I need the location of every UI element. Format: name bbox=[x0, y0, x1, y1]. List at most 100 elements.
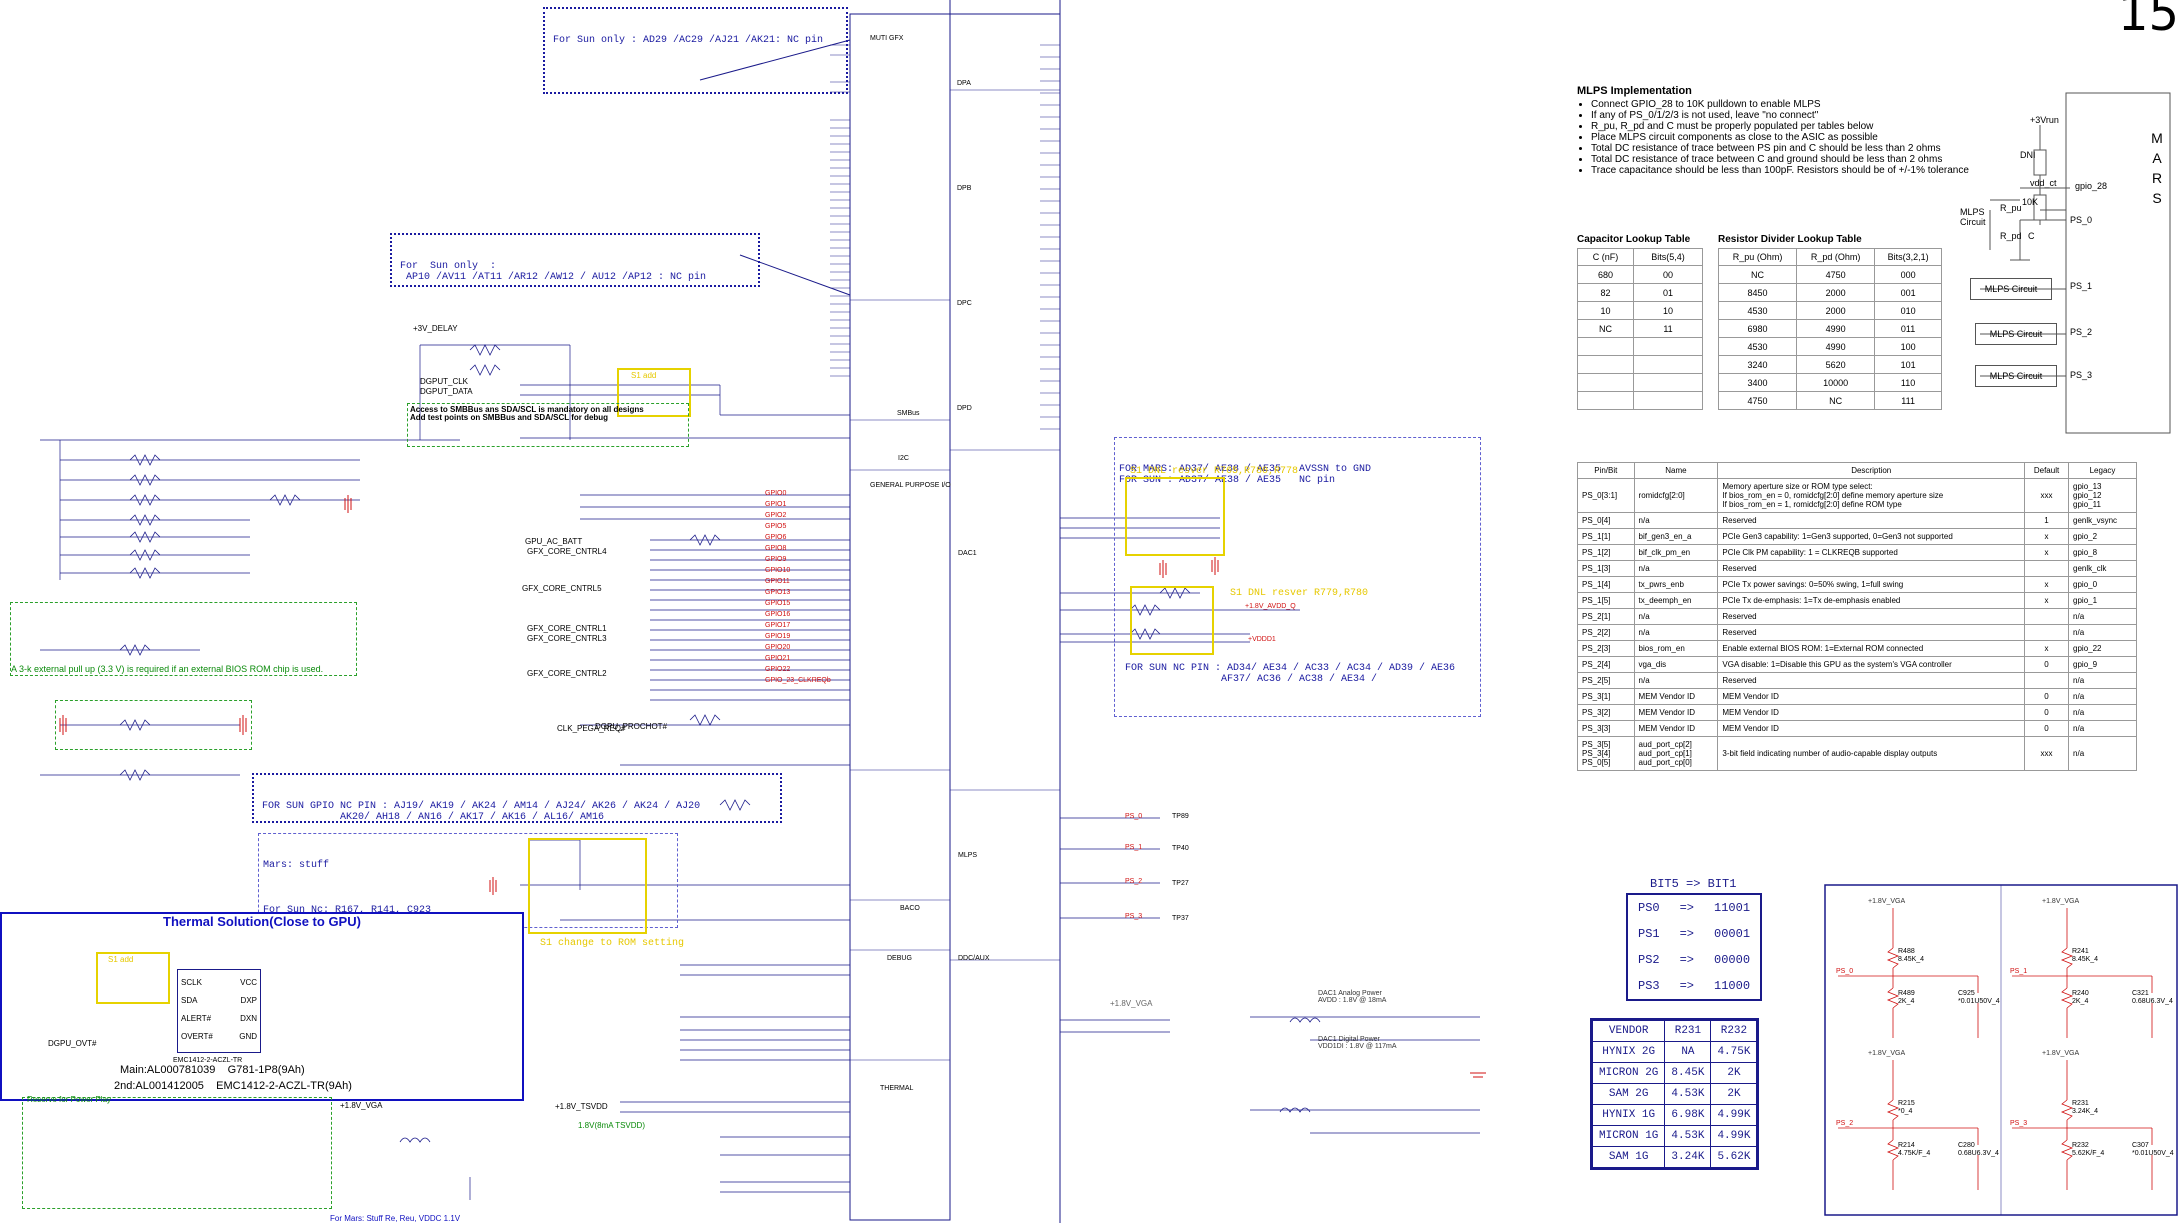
gpio-label: GPIO11 bbox=[765, 578, 790, 585]
table-cell: 4750 bbox=[1717, 391, 1798, 410]
resistor-symbol bbox=[1886, 947, 1900, 969]
bits-row: PS1=>00001 bbox=[1628, 921, 1760, 947]
net-label: DGPUT_CLK bbox=[420, 377, 469, 386]
table-cell: PS_2[1] bbox=[1577, 608, 1635, 625]
table-cell: Reserved bbox=[1717, 624, 2026, 641]
bits-cell: PS3 bbox=[1638, 979, 1660, 993]
table-cell: n/a bbox=[1633, 512, 1719, 529]
highlight-label: S1 add bbox=[108, 955, 134, 964]
table-cell bbox=[1632, 391, 1704, 410]
note-sun-nc-pin: FOR SUN NC PIN : AD34/ AE34 / AC33 / AC3… bbox=[1125, 663, 1456, 685]
table-cell: PS_3[1] bbox=[1577, 688, 1635, 705]
gpio-label: GPIO21 bbox=[765, 655, 791, 662]
resistor-value: 8.45K_4 bbox=[1898, 956, 1925, 963]
table-cell: x bbox=[2024, 592, 2070, 609]
temp-fail-box bbox=[55, 700, 252, 750]
label-gpio28: gpio_28 bbox=[2075, 181, 2108, 191]
table-cell: genlk_vsync bbox=[2068, 512, 2137, 529]
thermal-alt-pn: 2nd:AL001412005 EMC1412-2-ACZL-TR(9Ah) bbox=[114, 1080, 352, 1092]
table-cell: gpio_8 bbox=[2068, 544, 2137, 561]
vendor-cell: 4.75K bbox=[1710, 1041, 1758, 1063]
alt-part: EMC1412-2-ACZL-TR(9Ah) bbox=[216, 1080, 352, 1092]
table-cell: MEM Vendor ID bbox=[1717, 720, 2026, 737]
net-label: CLK_PEGA_REQ# bbox=[557, 724, 626, 733]
label-ps2: PS_2 bbox=[2070, 327, 2093, 337]
thermal-title: Thermal Solution(Close to GPU) bbox=[2, 914, 522, 929]
bits-row: PS0=>11001 bbox=[1628, 895, 1760, 921]
gpio-label: GPIO1 bbox=[765, 501, 787, 508]
mlps-circuit-box-2: MLPS Circuit bbox=[1975, 323, 2057, 345]
note-text: For Sun only : AP10 /AV11 /AT11 /AR12 /A… bbox=[400, 261, 707, 283]
table-cell: PS_3[5] PS_3[4] PS_0[5] bbox=[1577, 736, 1635, 771]
resistor-label: R232 bbox=[2072, 1142, 2089, 1149]
resistor-value: 8.45K_4 bbox=[2072, 956, 2099, 963]
table-cell: 10 bbox=[1577, 301, 1634, 320]
pin-header: Legacy bbox=[2068, 462, 2137, 479]
chip-section-label: DAC1 bbox=[958, 550, 977, 557]
cap-label: C925 bbox=[1958, 990, 1975, 997]
table-cell: n/a bbox=[1633, 608, 1719, 625]
table-cell: gpio_9 bbox=[2068, 656, 2137, 673]
vendor-cell: HYNIX 2G bbox=[1591, 1041, 1666, 1063]
table-cell: n/a bbox=[2068, 720, 2137, 737]
table-cell: n/a bbox=[1633, 672, 1719, 689]
mars-vertical-label: MARS bbox=[2151, 130, 2163, 206]
table-cell: MEM Vendor ID bbox=[1633, 720, 1719, 737]
table-cell: gpio_2 bbox=[2068, 528, 2137, 545]
rail-label: +1.8V_VGA bbox=[1868, 898, 1906, 905]
table-cell: xxx bbox=[2024, 478, 2070, 513]
bits-cell: PS2 bbox=[1638, 953, 1660, 967]
resistor-symbol bbox=[1886, 987, 1900, 1009]
label-10k: 10K bbox=[2022, 197, 2039, 207]
vendor-cell: 3.24K bbox=[1664, 1146, 1712, 1168]
gpio-label: GPIO9 bbox=[765, 556, 787, 563]
thermal-pin: DXN bbox=[240, 1014, 257, 1023]
resistor-label: R489 bbox=[1898, 990, 1915, 997]
table-cell: x bbox=[2024, 528, 2070, 545]
table-cell: MEM Vendor ID bbox=[1633, 688, 1719, 705]
mlps-bullet: If any of PS_0/1/2/3 is not used, leave … bbox=[1591, 110, 1997, 121]
note-s1-change: S1 change to ROM setting bbox=[540, 938, 685, 949]
resistor-label: R231 bbox=[2072, 1100, 2089, 1107]
table-cell: Enable external BIOS ROM: 1=External ROM… bbox=[1717, 640, 2026, 657]
label-vddct: vdd_ct bbox=[2030, 178, 2057, 188]
table-row bbox=[1577, 391, 1704, 410]
net-label: GFX_CORE_CNTRL2 bbox=[527, 669, 607, 678]
highlight-thermal-add: S1 add bbox=[96, 952, 170, 1004]
net-label: +1.8V_VGA bbox=[340, 1101, 383, 1110]
cap-label: C321 bbox=[2132, 990, 2149, 997]
thermal-pin: VCC bbox=[240, 978, 257, 987]
vendor-cell: 2K bbox=[1710, 1083, 1758, 1105]
highlight-dnl-2 bbox=[1130, 586, 1214, 655]
table-cell: n/a bbox=[1633, 624, 1719, 641]
highlight-rom-setting bbox=[528, 838, 647, 934]
table-cell: n/a bbox=[2068, 688, 2137, 705]
table-cell: 4990 bbox=[1796, 319, 1876, 338]
table-cell bbox=[1632, 373, 1704, 392]
table-cell: NC bbox=[1796, 391, 1876, 410]
table-cell bbox=[1577, 337, 1634, 356]
note-text: For Sun Nc: R167, R141, C923 bbox=[263, 905, 432, 916]
cap-label: C280 bbox=[1958, 1142, 1975, 1149]
table-cell: 2000 bbox=[1796, 301, 1876, 320]
resistor-value: 3.24K_4 bbox=[2072, 1108, 2099, 1115]
bits-cell: => bbox=[1679, 927, 1695, 941]
resistor-value: 2K_4 bbox=[2072, 998, 2089, 1005]
table-cell: 111 bbox=[1874, 391, 1942, 410]
note-text: FOR SUN GPIO NC PIN : AJ19/ AK19 / AK24 … bbox=[262, 801, 701, 823]
cap-value: *0.01U50V_4 bbox=[1958, 998, 2000, 1005]
cap-header: C (nF) bbox=[1577, 248, 1634, 266]
